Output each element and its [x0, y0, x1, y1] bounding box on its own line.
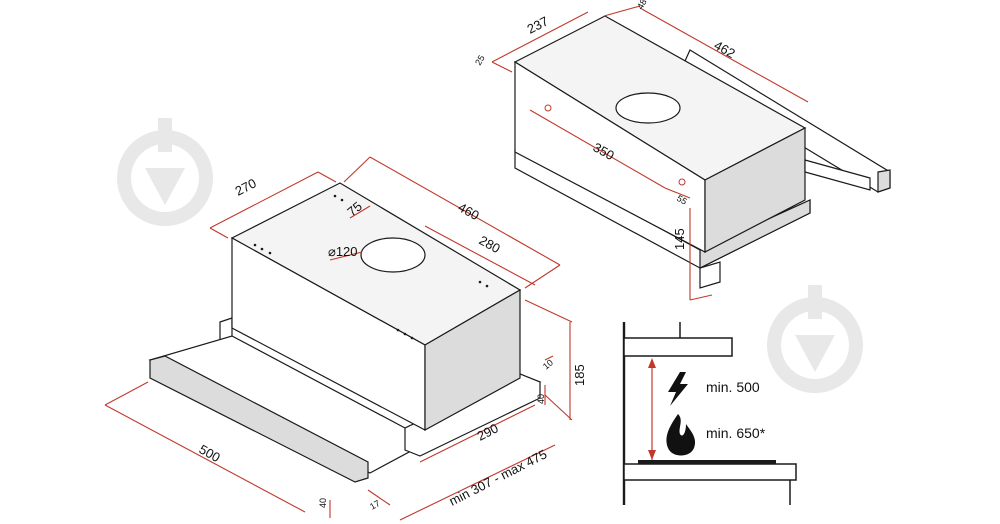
- hood-side: [704, 127, 806, 253]
- dim-line-462: [639, 7, 809, 103]
- dim-line-extension: [399, 444, 556, 521]
- outlet-circle: [360, 237, 426, 273]
- clearance-diagram: min. 500 min. 650*: [622, 322, 797, 505]
- dim-line-290: [419, 404, 536, 463]
- dim-line-280: [424, 225, 536, 286]
- label-height: 185: [572, 364, 587, 386]
- label-outlet-diameter: ⌀120: [328, 244, 358, 259]
- label-height-top: 145: [672, 228, 687, 250]
- label-outlet-depth: 280: [477, 233, 503, 257]
- label-depth-top: 270: [233, 175, 259, 198]
- rail-end: [877, 169, 891, 193]
- label-tray-edge: 17: [368, 498, 382, 512]
- label-tray-width: 500: [197, 442, 223, 466]
- dim-line-500: [104, 404, 306, 513]
- dim-line-120: [329, 251, 363, 261]
- lightning-icon: [668, 372, 688, 406]
- top-view: 237 462 25 48 350 55 145: [473, 0, 891, 301]
- dim-line-48: [603, 5, 641, 17]
- label-width: 462: [712, 38, 738, 62]
- label-electric-clearance: min. 500: [706, 379, 760, 395]
- label-outlet-small: 55: [675, 193, 689, 207]
- dim-line-237: [491, 11, 589, 63]
- dim-line-460: [369, 156, 561, 266]
- tray-front: [149, 355, 369, 483]
- label-tray-small: 10: [541, 357, 555, 371]
- label-tray-lip: 40: [536, 394, 546, 404]
- rail-mount: [804, 159, 871, 191]
- hood-side: [424, 288, 521, 432]
- label-gas-clearance: min. 650*: [706, 425, 766, 441]
- outlet-circle: [615, 92, 681, 124]
- dim-line-75: [349, 205, 371, 219]
- label-width-top: 460: [456, 200, 482, 224]
- watermark-icon: [117, 118, 213, 226]
- mounting-holes: [253, 194, 489, 340]
- flame-icon: [666, 414, 696, 456]
- label-offset-right: 48: [635, 0, 649, 11]
- label-tray-end: 40: [318, 498, 328, 508]
- watermark-icon: [767, 285, 863, 393]
- label-extension: min 307 - max 475: [447, 446, 550, 508]
- tray-strip-lower: [699, 261, 721, 289]
- dim-line-270: [209, 171, 319, 229]
- label-offset-left: 25: [473, 53, 487, 67]
- dim-line-350: [529, 109, 666, 189]
